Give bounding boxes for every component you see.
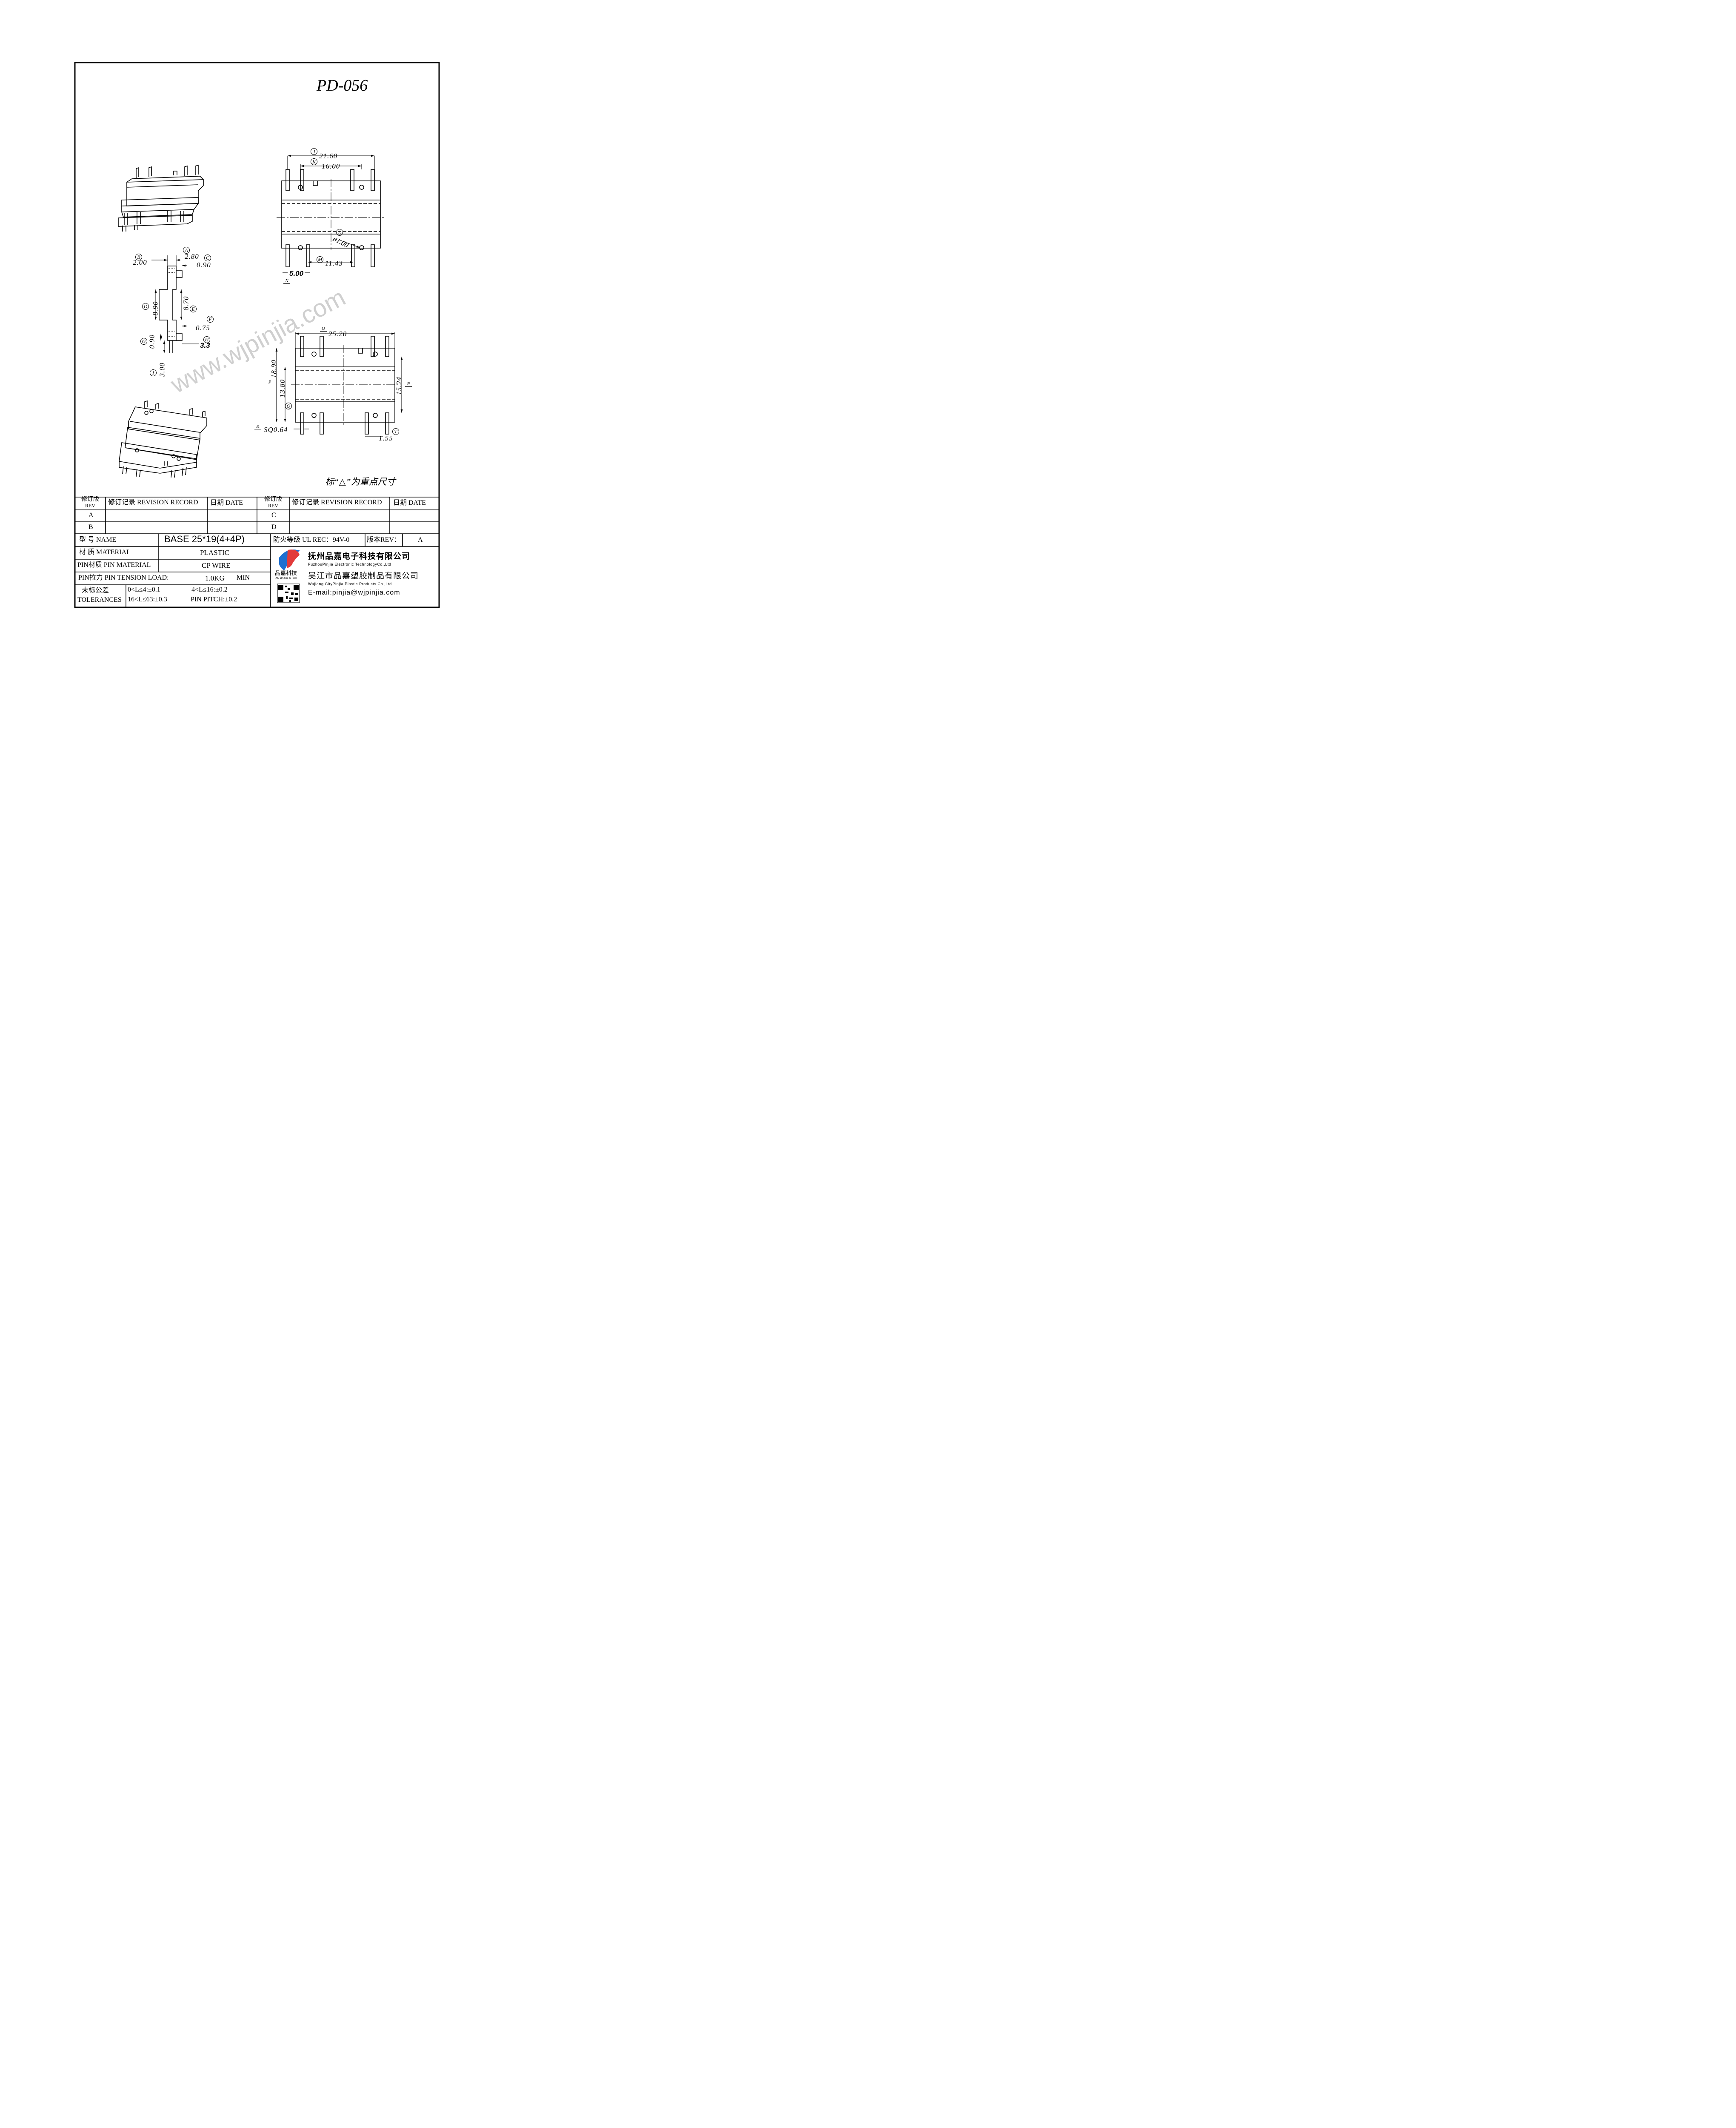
bottom-view (275, 332, 403, 437)
label-c: C (204, 255, 211, 261)
dim-21-60: 21.60 (319, 152, 338, 160)
dim-0-75: 0.75 (196, 324, 210, 332)
rev-header-left: 修订版 REV (77, 497, 103, 509)
rev-row-d: D (271, 523, 277, 531)
tension-label: PIN拉力 PIN TENSION LOAD: (78, 574, 169, 581)
rev-header-cn-right: 修订版 (264, 496, 282, 503)
tension-unit: MIN (237, 574, 250, 581)
rev-value: A (418, 536, 423, 543)
date-header-left: 日期 DATE (210, 499, 243, 506)
fire-rating: 防火等级 UL REC：94V-0 (273, 536, 350, 543)
label-b: B (135, 254, 142, 260)
company-name-2: 吴江市品嘉塑胶制品有限公司 (308, 572, 419, 581)
tolerance-3: 16<L≤63:±0.3 (128, 596, 167, 603)
key-dimension-note: 标“△”为重点尺寸 (325, 477, 396, 487)
dim-0-90-top: 0.90 (197, 261, 211, 269)
side-view (151, 255, 199, 353)
dim-25-20: 25.20 (328, 330, 347, 338)
rev-header-right: 修订版 REV (260, 497, 287, 509)
tolerance-1: 0<L≤4:±0.1 (128, 586, 160, 593)
material-label: 材 质 MATERIAL (79, 549, 131, 556)
label-d: D (142, 303, 149, 310)
dim-2-00: 2.00 (133, 258, 147, 266)
iso-view-bottom (119, 400, 207, 478)
date-header-right: 日期 DATE (393, 499, 426, 506)
drawing-sheet: www.wjpinjia.com (74, 62, 440, 608)
record-header-right: 修订记录 REVISION RECORD (292, 499, 382, 506)
drawing-frame (74, 62, 440, 608)
label-s: K (254, 423, 261, 429)
rev-row-c: C (271, 512, 276, 519)
part-number: PD-056 (317, 77, 368, 94)
dim-11-43: 11.43 (325, 259, 343, 267)
watermark: www.wjpinjia.com (166, 283, 350, 399)
tolerance-label-en: TOLERANCES (77, 596, 122, 604)
company-email: E-mail:pinjia@wjpinjia.com (308, 589, 400, 596)
pin-material-value: CP WIRE (202, 561, 231, 569)
label-g: G (140, 338, 147, 345)
label-t: T (392, 428, 399, 435)
rev-row-b: B (89, 523, 93, 531)
label-q: Q (285, 403, 292, 409)
label-i: I (150, 369, 157, 376)
rev-header-en: REV (85, 503, 95, 509)
dim-3-3: 3.3 (200, 341, 210, 349)
label-o: O (320, 325, 327, 332)
label-a: A (183, 247, 190, 254)
name-label: 型 号 NAME (79, 536, 117, 543)
tolerance-4: PIN PITCH:±0.2 (191, 596, 237, 603)
dim-0-90-bottom: 0.90 (148, 334, 156, 349)
qr-code-icon (277, 583, 300, 603)
iso-view-top (118, 164, 204, 232)
material-value: PLASTIC (200, 549, 229, 557)
rev-header-en-right: REV (268, 503, 278, 509)
dim-2-80: 2.80 (185, 252, 199, 260)
rev-label: 版本REV： (367, 536, 401, 543)
dim-8-90: 8.90 (151, 301, 160, 316)
dim-8-70: 8.70 (182, 296, 190, 311)
top-view (277, 154, 385, 273)
label-l: L (336, 229, 343, 236)
rev-row-a: A (89, 512, 94, 519)
label-p: P (266, 379, 273, 385)
label-k: K (311, 158, 317, 165)
label-j: J (311, 148, 317, 155)
label-r: R (405, 380, 412, 387)
label-h: H (203, 336, 210, 343)
dim-13-80: 13.80 (278, 379, 287, 398)
dim-5-00: 5.00 (289, 269, 304, 277)
pinjia-logo-icon (279, 549, 300, 570)
dim-3-00: 3.00 (158, 362, 166, 377)
title-block (75, 497, 439, 607)
dim-18-90: 18.90 (270, 359, 278, 378)
label-e: E (190, 306, 197, 312)
dim-15-24: 15.24 (395, 376, 403, 395)
company-name-2-en: Wujiang CityPinjia Plastic Products Co.,… (308, 582, 392, 586)
pin-material-label: PIN材质 PIN MATERIAL (77, 561, 151, 569)
label-n: N (283, 277, 290, 284)
rev-header-cn: 修订版 (81, 496, 99, 503)
logo-text-cn: 品嘉科技 (275, 570, 297, 576)
logo-text-en: PIN JIA Sci. & Tech (275, 577, 297, 580)
company-name-1-en: FuzhouPinjia Electronic TechnologyCo.,Lt… (308, 562, 391, 566)
tolerance-2: 4<L≤16:±0.2 (191, 586, 228, 593)
label-f: F (207, 316, 214, 323)
dim-1-55: 1.55 (379, 434, 393, 442)
dim-16-00: 16.00 (322, 162, 340, 170)
label-m: M (317, 256, 323, 263)
company-name-1: 抚州品嘉电子科技有限公司 (308, 552, 411, 561)
tolerance-label: 未标公差 (82, 587, 109, 594)
dim-sq0-64: SQ0.64 (264, 426, 288, 434)
name-value: BASE 25*19(4+4P) (164, 534, 245, 544)
record-header-left: 修订记录 REVISION RECORD (108, 499, 198, 506)
tension-value: 1.0KG (205, 574, 225, 582)
